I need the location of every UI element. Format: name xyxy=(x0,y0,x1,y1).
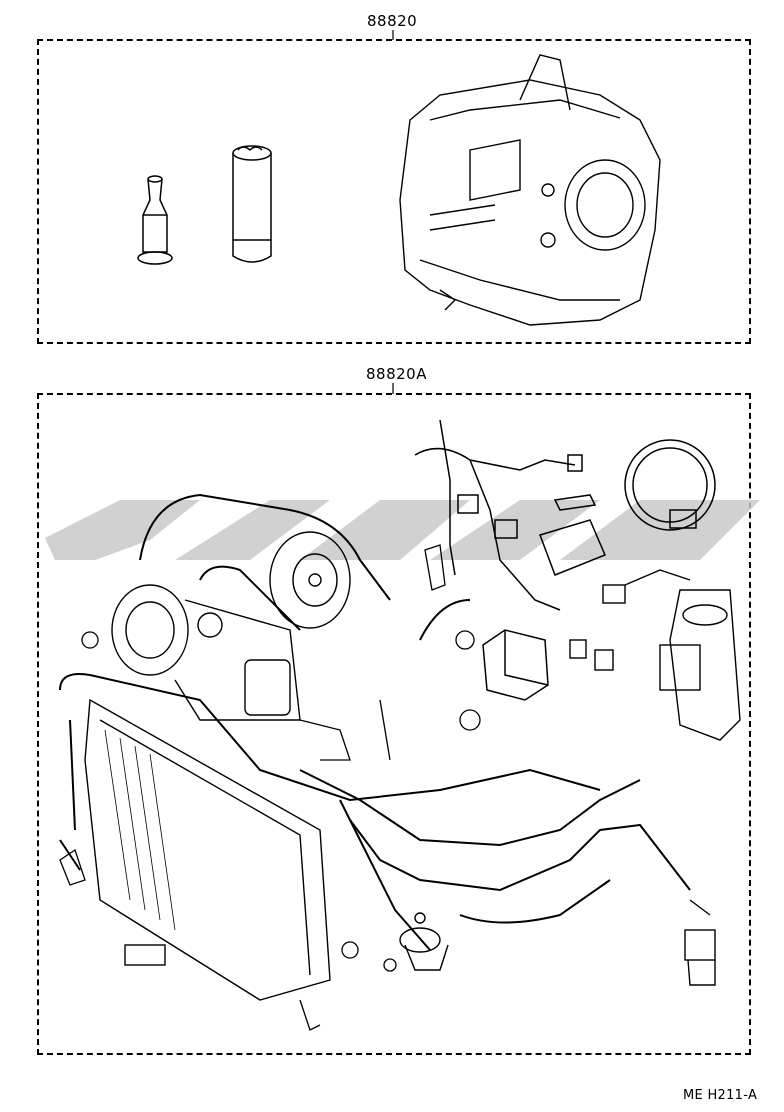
idler-pulley-icon xyxy=(269,531,351,629)
refrigerant-hoses xyxy=(59,493,691,951)
receiver-dryer-icon xyxy=(232,145,272,263)
group-bottom-label: 88820A xyxy=(366,365,427,383)
group-top-label: 88820 xyxy=(367,12,418,30)
relay-box-icon xyxy=(482,629,549,701)
bottom-group-frame xyxy=(37,393,751,1055)
control-module-icon xyxy=(539,494,606,576)
condenser-icon xyxy=(84,698,331,1001)
watermark-logo xyxy=(45,500,760,560)
connector-cluster-icon xyxy=(569,569,691,671)
small-hardware xyxy=(59,544,481,1031)
vacuum-actuator-icon xyxy=(399,912,449,971)
compressor-icon xyxy=(111,584,301,721)
band-clamp-icon xyxy=(624,439,716,531)
blower-assembly-icon xyxy=(659,589,741,741)
top-group-frame xyxy=(37,39,751,344)
expansion-valve-icon xyxy=(684,899,716,986)
figure-code: ME H211-A xyxy=(683,1088,758,1103)
ac-unit-icon xyxy=(399,54,661,326)
small-bottle-icon xyxy=(137,175,173,265)
wiring-harness-icon xyxy=(414,419,583,611)
